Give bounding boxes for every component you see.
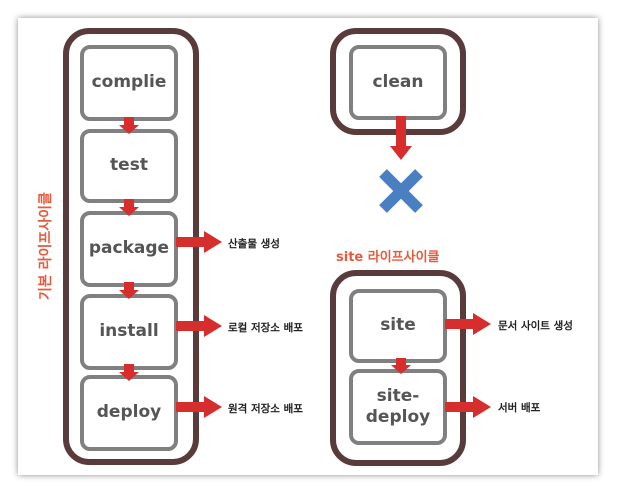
annotation-site: 문서 사이트 생성 [498,320,573,332]
stage-complie: complie [80,45,178,121]
arrow-deploy-output [176,396,222,418]
annotation-package: 산출물 생성 [228,238,280,250]
stage-test: test [80,129,178,203]
stage-label: install [99,321,159,342]
site-lifecycle-label: site 라이프사이클 [336,250,440,265]
annotation-install: 로컬 저장소 배포 [228,322,303,334]
stage-label: package [88,238,170,259]
stage-label: complie [91,72,167,93]
stage-site-deploy: site- deploy [349,369,447,445]
annotation-deploy: 원격 저장소 배포 [228,403,303,415]
arrow-complie-test [119,117,139,134]
arrow-install-deploy [119,364,139,381]
stage-label: deploy [96,402,162,423]
arrow-site-output [445,313,491,335]
stage-label: clean [372,71,424,92]
stage-package: package [80,211,178,287]
stage-site: site [349,289,447,363]
stage-label: test [110,155,148,176]
arrow-install-output [176,315,222,337]
arrow-clean-down [390,116,412,160]
stage-label-line-1: site- [376,385,420,406]
arrow-site-sitedeploy [391,358,411,374]
arrow-test-package [119,199,139,216]
arrow-sitedeploy-output [445,396,491,418]
stage-label: site [380,315,416,336]
stage-deploy: deploy [80,375,178,451]
stage-clean: clean [349,45,447,120]
stage-install: install [80,294,178,370]
arrow-package-install [119,282,139,299]
default-lifecycle-label: 기본 라이프사이클 [38,192,54,300]
annotation-site-deploy: 서버 배포 [498,402,541,414]
diagram-frame: complie test package install deploy [18,18,598,475]
arrow-package-output [176,231,222,253]
stage-label-line-2: deploy [365,407,431,427]
x-mark-icon [379,169,423,213]
